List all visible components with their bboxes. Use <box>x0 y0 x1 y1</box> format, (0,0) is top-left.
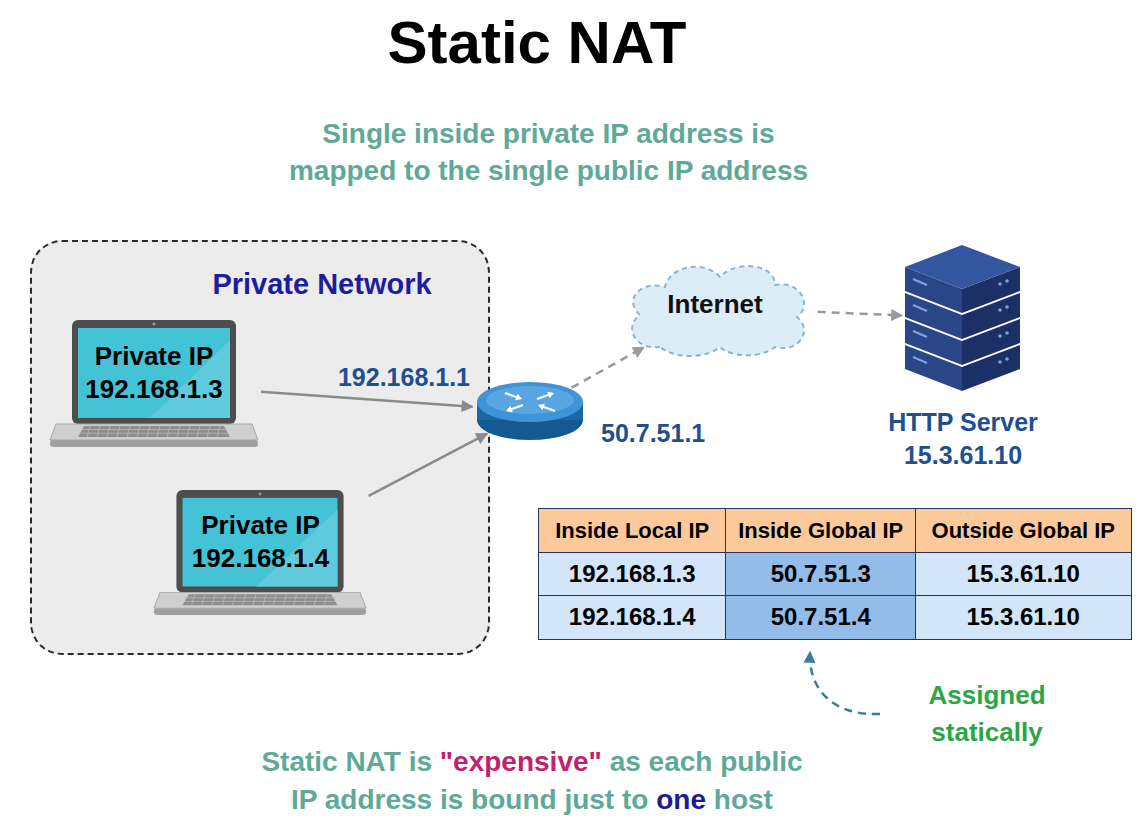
table-cell: Outside Global IP <box>915 508 1132 554</box>
router-shape <box>475 380 585 442</box>
laptop-node: Private IP 192.168.1.4 <box>154 490 366 616</box>
traffic-arrow <box>818 312 902 316</box>
callout-leader <box>810 652 880 714</box>
text-slot: 192.168.1.1 <box>325 362 470 392</box>
server-label: HTTP Server 15.3.61.10 <box>878 406 1048 472</box>
text-slot: 50.7.51.1 <box>601 418 731 448</box>
label-slot: Assigned statically <box>912 676 1062 752</box>
traffic-arrow <box>572 347 644 387</box>
title-text: Static NAT <box>388 8 687 77</box>
table-value: 15.3.61.10 <box>967 603 1080 632</box>
table-cell: 50.7.51.4 <box>725 595 917 640</box>
table-cell: 15.3.61.10 <box>915 595 1132 640</box>
title-slot: Static NAT <box>0 6 1074 78</box>
host-label: Private IP 192.168.1.3 <box>78 340 230 406</box>
text-slot: Private IP 192.168.1.3 <box>78 328 230 418</box>
table-cell: Inside Global IP <box>725 508 917 554</box>
subtitle-text: Single inside private IP address is mapp… <box>276 115 821 189</box>
host-label: Private IP 192.168.1.4 <box>183 509 338 575</box>
text-slot: HTTP Server 15.3.61.10 <box>878 403 1048 475</box>
table-cell: 192.168.1.3 <box>538 552 727 597</box>
table-value: 15.3.61.10 <box>967 560 1080 589</box>
caption-row: Static NAT is"expensive"as each public <box>232 743 832 781</box>
text-slot: Internet <box>625 275 805 335</box>
region-heading: Private Network <box>212 267 431 302</box>
caption-row: IP address is bound just toonehost <box>232 781 832 819</box>
table-value: 50.7.51.3 <box>771 560 871 589</box>
table-header: Inside Global IP <box>738 518 903 544</box>
table-cell: 50.7.51.3 <box>725 552 917 597</box>
interface-ip: 192.168.1.1 <box>338 363 470 392</box>
table-cell: Inside Local IP <box>538 508 727 554</box>
router-node: 192.168.1.150.7.51.1 <box>475 380 585 442</box>
label-slot: Single inside private IP address is mapp… <box>276 114 821 190</box>
caption-text: IP address is bound just to <box>291 781 648 819</box>
table-value: 192.168.1.4 <box>569 603 696 632</box>
caption-text: host <box>714 781 773 819</box>
table-value: 50.7.51.4 <box>771 603 871 632</box>
table-cell: 192.168.1.4 <box>538 595 727 640</box>
interface-ip: 50.7.51.1 <box>601 419 705 448</box>
caption-text: "expensive" <box>440 743 602 781</box>
text-slot: Private Network <box>152 262 492 306</box>
laptop-node: Private IP 192.168.1.3 <box>50 320 258 448</box>
callout-note: Assigned statically <box>912 677 1062 751</box>
table-cell: 15.3.61.10 <box>915 552 1132 597</box>
text-slot: Private IP 192.168.1.4 <box>183 498 338 586</box>
cloud-node: Internet <box>615 255 815 360</box>
cloud-label: Internet <box>667 289 762 320</box>
caption-text: Static NAT is <box>261 743 432 781</box>
table-value: 192.168.1.3 <box>569 560 696 589</box>
table-header: Outside Global IP <box>932 518 1115 544</box>
caption-text: one <box>656 781 706 819</box>
server-shape <box>905 245 1020 391</box>
caption-text: as each public <box>610 743 803 781</box>
network-region: Private NetworkPrivate IP 192.168.1.3Pri… <box>30 240 490 655</box>
table-header: Inside Local IP <box>555 518 709 544</box>
server-node: HTTP Server 15.3.61.10 <box>905 245 1020 391</box>
